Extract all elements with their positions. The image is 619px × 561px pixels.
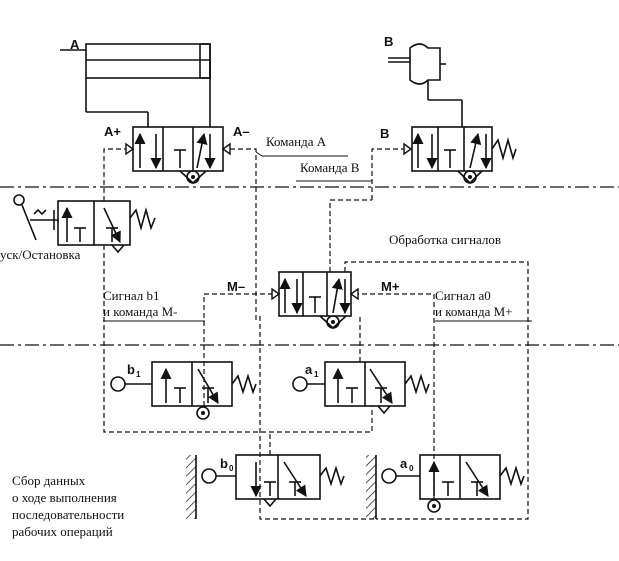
- m-plus-label: M+: [381, 279, 400, 294]
- command-a-label: Команда A: [266, 134, 327, 149]
- a-minus-label: A–: [233, 124, 250, 139]
- collect-line-2: о ходе выполнения: [12, 490, 117, 505]
- processing-label: Обработка сигналов: [389, 232, 501, 247]
- cylinder-a-label: A: [70, 37, 80, 52]
- sensor-b0-subscript: 0: [229, 464, 234, 473]
- cylinder-a: [60, 43, 211, 127]
- sensor-valve-b0: [186, 454, 345, 519]
- pilot-arrowheads: [125, 142, 413, 301]
- a-plus-label: A+: [104, 124, 121, 139]
- processing-valve: [278, 271, 352, 330]
- signal-a0-label: Сигнал a0: [435, 288, 491, 303]
- valve-a-dot: [191, 175, 195, 179]
- collect-line-3: последовательности: [12, 507, 124, 522]
- command-b-label: Команда B: [300, 160, 360, 175]
- processing-valve-dot: [331, 320, 335, 324]
- sensor-a1-label: a: [305, 362, 313, 377]
- collect-line-1: Сбор данных: [12, 473, 86, 488]
- b-port-label: B: [380, 126, 389, 141]
- collect-line-4: рабочих операций: [12, 524, 113, 539]
- cylinder-b-label: B: [384, 34, 393, 49]
- command-m-plus-label: и команда M+: [435, 304, 513, 319]
- valve-b: [411, 126, 517, 185]
- sensor-valve-a1: [292, 361, 430, 415]
- command-a-tick: [255, 151, 263, 157]
- sensor-b1-label: b: [127, 362, 135, 377]
- sensor-a1-subscript: 1: [314, 370, 319, 379]
- sensor-b1-subscript: 1: [136, 370, 141, 379]
- valve-a: [132, 126, 224, 185]
- sensor-a0-dot: [432, 504, 436, 508]
- start-stop-valve: [13, 194, 156, 254]
- sensor-valve-b1: [110, 361, 257, 420]
- cylinder-b: [388, 43, 463, 127]
- m-minus-label: M–: [227, 279, 245, 294]
- sensor-b1-dot: [201, 411, 205, 415]
- sensor-a0-label: a: [400, 456, 408, 471]
- signal-b1-label: Сигнал b1: [103, 288, 160, 303]
- sensor-valve-a0: [366, 454, 525, 519]
- pilot-lines: [103, 148, 529, 520]
- command-m-minus-label: и команда M-: [103, 304, 178, 319]
- sensor-b0-label: b: [220, 456, 228, 471]
- section-dividers: [0, 186, 619, 346]
- valve-b-dot: [468, 175, 472, 179]
- sensor-a0-subscript: 0: [409, 464, 414, 473]
- start-stop-label: уск/Остановка: [0, 247, 81, 262]
